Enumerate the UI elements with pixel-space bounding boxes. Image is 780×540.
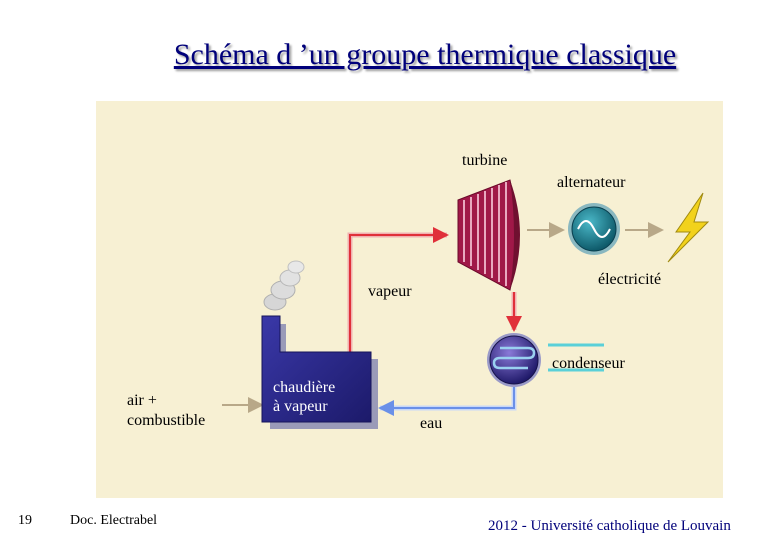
boiler-label-line2: à vapeur bbox=[273, 398, 328, 415]
cooling-water-lines bbox=[548, 343, 604, 372]
source-credit: Doc. Electrabel bbox=[70, 513, 158, 528]
alternator-icon bbox=[568, 203, 620, 255]
slide-title: Schéma d ’un groupe thermique classique bbox=[173, 38, 677, 71]
air-fuel-label-line2: combustible bbox=[127, 412, 206, 429]
boiler-label-line1: chaudière bbox=[273, 379, 336, 396]
boiler-icon bbox=[261, 315, 378, 429]
diagram-panel bbox=[96, 101, 723, 498]
steam-label: vapeur bbox=[368, 283, 412, 300]
water-label: eau bbox=[420, 415, 443, 432]
water-pipe bbox=[378, 387, 517, 416]
smoke-icon bbox=[263, 260, 305, 311]
electricity-label: électricité bbox=[598, 271, 662, 288]
air-fuel-label-line1: air + bbox=[127, 392, 157, 409]
turbine-label: turbine bbox=[462, 152, 508, 169]
alternator-label: alternateur bbox=[557, 174, 626, 191]
page-number: 19 bbox=[18, 513, 32, 528]
lightning-icon bbox=[667, 192, 710, 263]
condenser-icon bbox=[487, 333, 541, 387]
turbine-icon bbox=[457, 179, 520, 291]
condenser-label: condenseur bbox=[552, 355, 625, 372]
steam-pipe bbox=[347, 227, 449, 355]
footer-text: 2012 - Université catholique de Louvain bbox=[488, 518, 731, 534]
